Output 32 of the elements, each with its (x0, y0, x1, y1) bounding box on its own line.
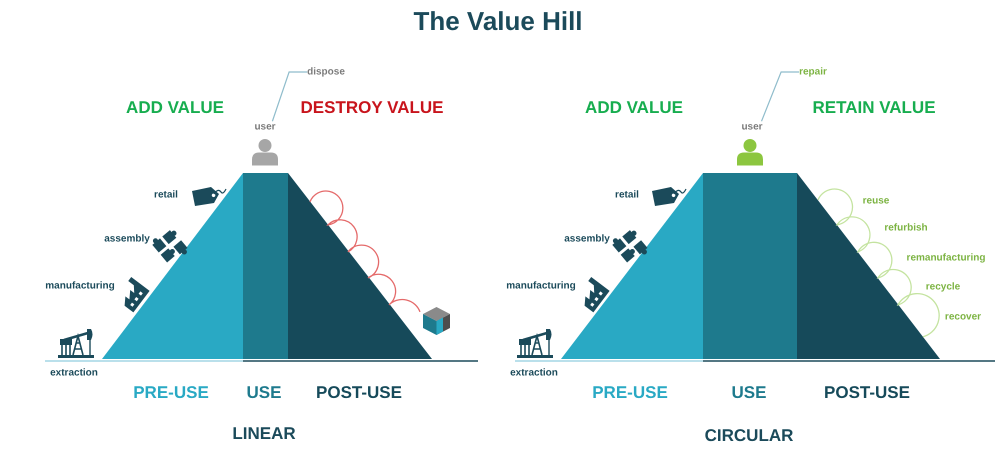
leader-line (272, 71, 308, 122)
phase-label: PRE-USE (133, 383, 209, 403)
stage-label: extraction (510, 367, 558, 379)
stage-label: assembly (104, 233, 150, 245)
phase-label: POST-USE (316, 383, 402, 403)
value-heading: RETAIN VALUE (812, 98, 936, 118)
callout-label: dispose (307, 66, 345, 78)
value-heading: ADD VALUE (126, 98, 224, 118)
phase-label: POST-USE (824, 383, 910, 403)
loop-label: recover (944, 311, 982, 323)
diagram-title: The Value Hill (413, 7, 583, 37)
stage-label: manufacturing (45, 280, 115, 292)
value-heading: ADD VALUE (585, 98, 683, 118)
callout-label: repair (799, 66, 827, 78)
model-label: LINEAR (232, 424, 296, 444)
loop-label: remanufacturing (906, 252, 986, 264)
stage-label: assembly (564, 233, 610, 245)
stage-label: manufacturing (506, 280, 576, 292)
loop-label: reuse (862, 195, 890, 207)
user-label: user (741, 121, 763, 133)
value-heading: DESTROY VALUE (300, 98, 444, 118)
phase-label: PRE-USE (592, 383, 668, 403)
stage-label: retail (615, 189, 639, 201)
stage-label: extraction (50, 367, 98, 379)
loop-label: recycle (926, 281, 960, 293)
loop-label: refurbish (884, 222, 928, 234)
user-label: user (254, 121, 276, 133)
model-label: CIRCULAR (704, 426, 794, 446)
phase-label: USE (246, 383, 282, 403)
phase-label: USE (732, 383, 766, 403)
stage-label: retail (154, 189, 178, 201)
leader-line (760, 71, 800, 122)
